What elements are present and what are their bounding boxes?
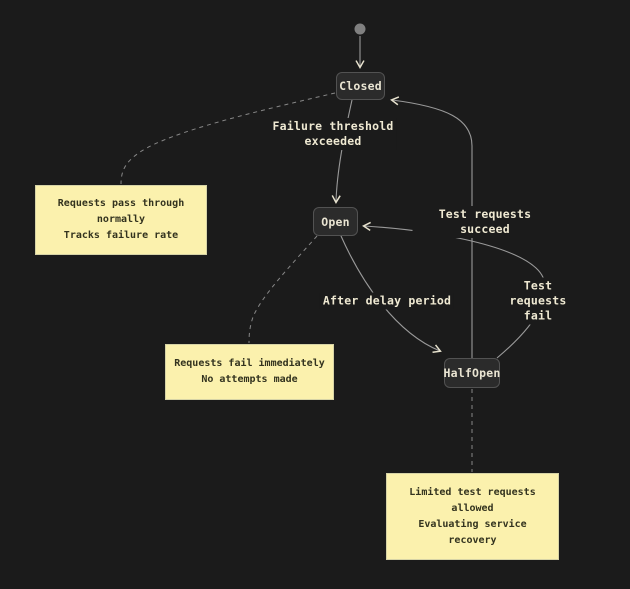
state-node-closed: Closed [336,72,385,100]
link-open-to-note [248,235,318,344]
initial-state-dot [354,23,366,35]
note-closed-state: Requests pass through normally Tracks fa… [35,185,207,255]
note-open-state: Requests fail immediately No attempts ma… [165,344,334,400]
link-closed-to-note [120,92,336,185]
edge-closed-to-open [331,99,353,204]
edge-label-test-requests-succeed: Test requests succeed [412,206,558,238]
edge-label-after-delay-period: After delay period [319,292,455,310]
state-node-halfopen: HalfOpen [444,358,500,388]
edge-halfopen-to-closed [390,96,473,358]
edge-label-test-requests-fail: Test requests fail [492,277,584,325]
state-node-open: Open [313,207,358,236]
note-halfopen-state: Limited test requests allowed Evaluating… [386,473,559,560]
edge-label-failure-threshold: Failure threshold exceeded [269,118,397,150]
